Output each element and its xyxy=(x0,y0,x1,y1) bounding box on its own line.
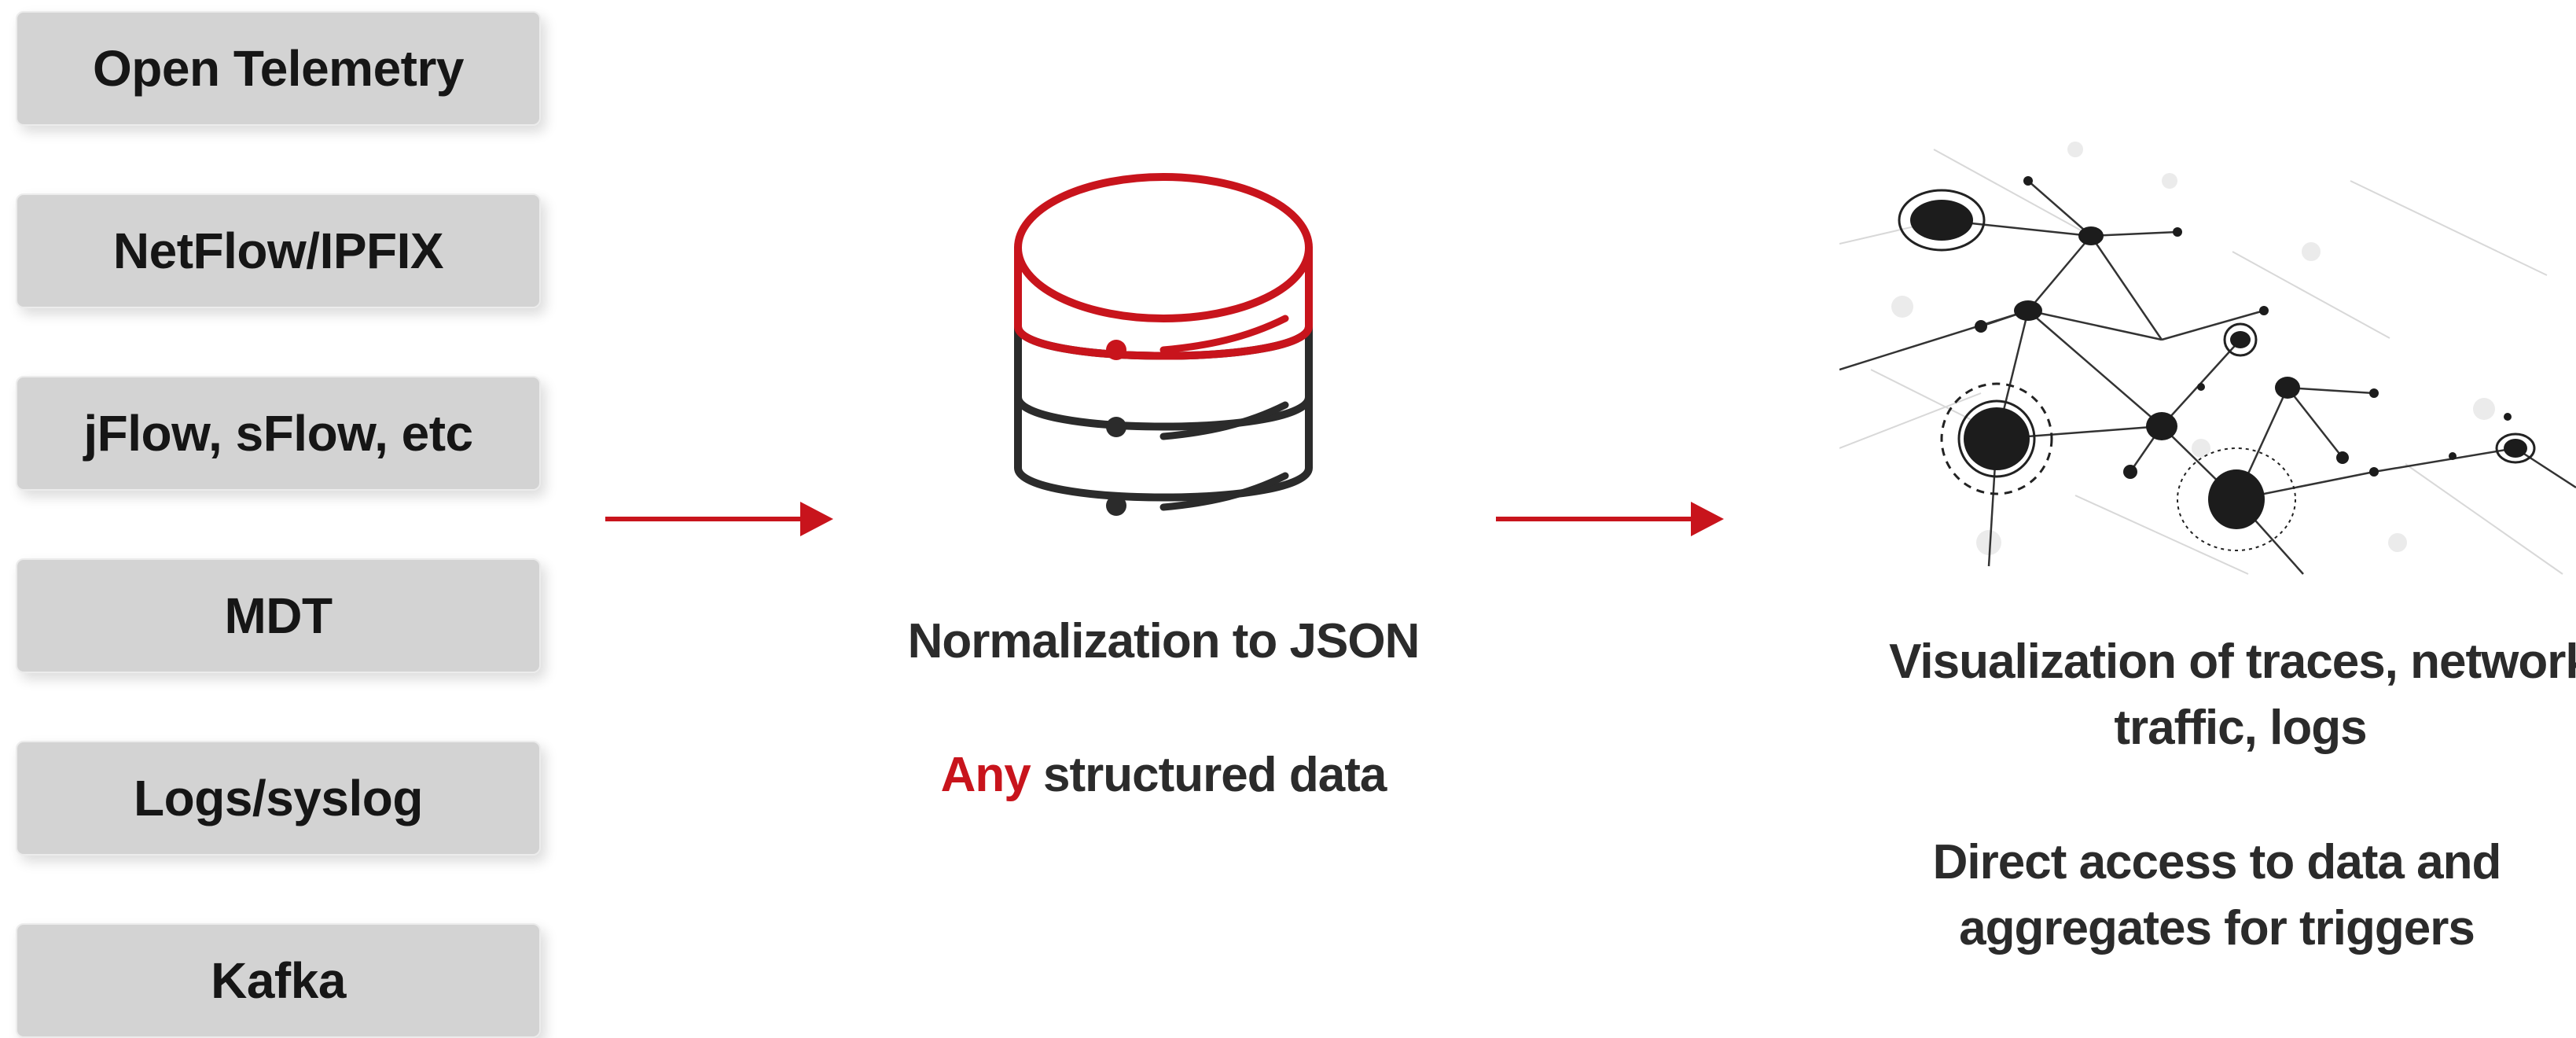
network-graph-icon xyxy=(1839,142,2576,575)
subtitle-rest: structured data xyxy=(1030,748,1387,802)
source-logs-syslog: Logs/syslog xyxy=(16,741,541,856)
accent-word: Any xyxy=(940,748,1031,802)
normalization-subtitle: Any structured data xyxy=(865,747,1462,803)
arrow-right-icon xyxy=(1496,502,1724,536)
source-open-telemetry: Open Telemetry xyxy=(16,11,541,126)
source-jflow-sflow: jFlow, sFlow, etc xyxy=(16,376,541,491)
source-kafka: Kafka xyxy=(16,923,541,1038)
database-icon xyxy=(1014,173,1313,516)
trigger-line-1: Direct access to data and xyxy=(1932,835,2502,889)
trigger-line-2: aggregates for triggers xyxy=(1959,901,2475,955)
visualization-caption: Visualization of traces, network traffic… xyxy=(1847,629,2576,761)
visualization-line-1: Visualization of traces, network xyxy=(1889,635,2576,689)
arrow-right-icon xyxy=(605,502,833,536)
source-mdt: MDT xyxy=(16,558,541,673)
visualization-line-2: traffic, logs xyxy=(2114,701,2367,755)
normalization-title: Normalization to JSON xyxy=(907,614,1420,668)
source-netflow-ipfix: NetFlow/IPFIX xyxy=(16,193,541,308)
trigger-caption: Direct access to data and aggregates for… xyxy=(1824,830,2576,962)
